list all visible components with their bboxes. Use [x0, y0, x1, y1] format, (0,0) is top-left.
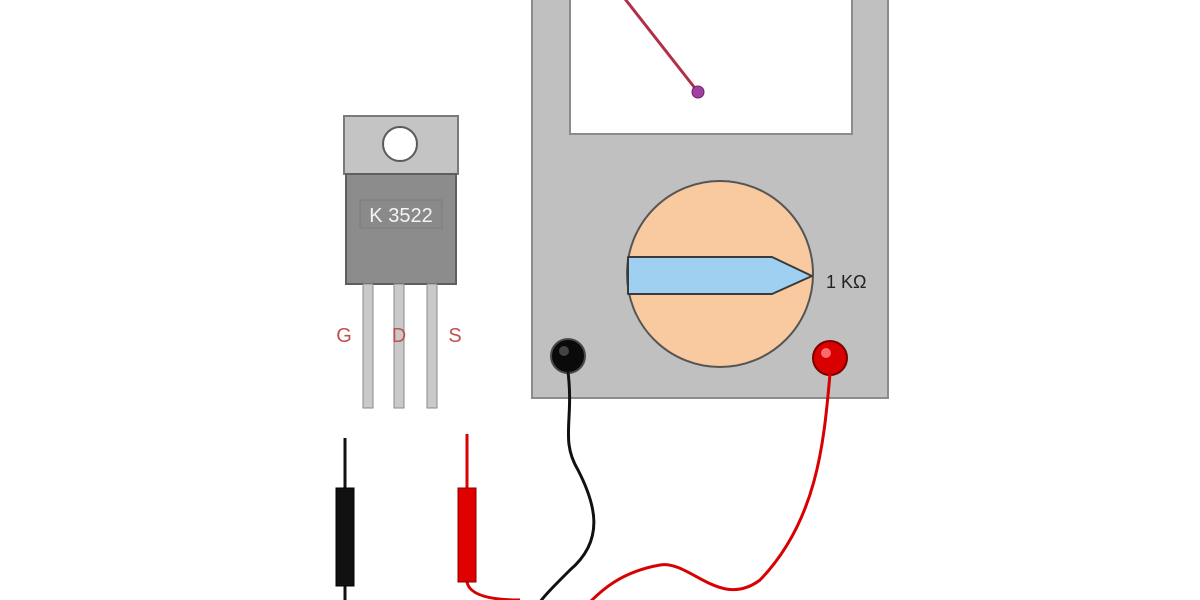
- range-label: 1 KΩ: [826, 272, 866, 292]
- selector-knob[interactable]: [627, 256, 813, 295]
- drain-lead: [393, 283, 405, 409]
- pin-label-gate: G: [336, 325, 352, 347]
- needle-pivot-icon: [691, 85, 705, 99]
- pin-label-drain: D: [392, 325, 406, 347]
- positive-jack-icon[interactable]: [812, 340, 848, 376]
- com-jack-icon[interactable]: [550, 338, 586, 374]
- mounting-hole-icon: [382, 126, 418, 162]
- pin-label-source: S: [448, 325, 461, 347]
- red-lead-wire: [589, 373, 832, 600]
- mosfet-transistor: K 3522 G D S: [336, 115, 462, 409]
- multimeter: 1 KΩ: [531, 0, 889, 399]
- black-probe-icon[interactable]: [335, 438, 355, 600]
- part-number: K 3522: [369, 205, 432, 227]
- meter-needle: [623, 0, 700, 94]
- transistor-body: [345, 173, 457, 285]
- black-lead-wire: [539, 371, 596, 600]
- gate-lead: [362, 283, 374, 409]
- marking-area: [359, 199, 443, 229]
- source-lead: [426, 283, 438, 409]
- red-probe-wire: [465, 581, 521, 600]
- analog-display: [569, 0, 853, 135]
- red-probe-icon[interactable]: [457, 434, 477, 583]
